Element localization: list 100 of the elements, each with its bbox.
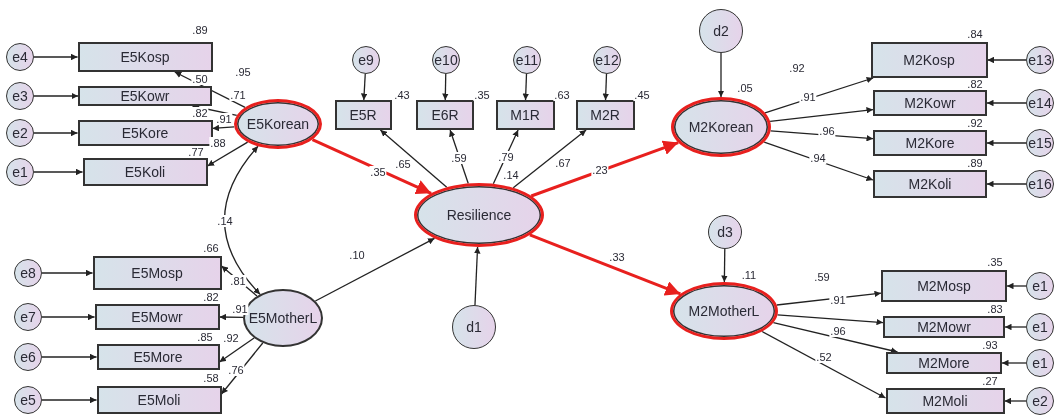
variable-box: E6R	[416, 100, 474, 130]
arrow	[1004, 323, 1027, 331]
value-label: .63	[553, 89, 571, 101]
edge-label: .65	[394, 158, 412, 170]
variable-box: E5Kore	[77, 120, 213, 146]
variable-box: M2Kore	[873, 130, 987, 156]
variable-box: M2Kowr	[873, 90, 987, 116]
arrow	[211, 124, 235, 132]
edge-label: .71	[229, 89, 247, 101]
edge-label: .91	[829, 294, 847, 306]
circle-node: e2	[1026, 387, 1054, 415]
ellipse-node: Resilience	[414, 183, 544, 247]
arrow	[769, 130, 874, 142]
value-label: .83	[986, 303, 1004, 315]
value-label: .92	[966, 117, 984, 129]
value-label: .84	[966, 28, 984, 40]
variable-box: M2Mowr	[883, 316, 1005, 338]
edge-label: .79	[497, 151, 515, 163]
edge-label: .59	[813, 271, 831, 283]
value-label: .11	[740, 269, 758, 281]
edge-label: .67	[554, 157, 572, 169]
arrow	[602, 73, 610, 101]
edge-label: .96	[818, 125, 836, 137]
value-label: .14	[502, 169, 520, 181]
arrow	[522, 73, 530, 101]
arrow	[512, 129, 587, 189]
arrow	[761, 330, 887, 399]
arrow	[41, 313, 96, 321]
variable-box: E5More	[96, 344, 220, 370]
circle-node: e1	[6, 158, 34, 186]
value-label: .35	[986, 256, 1004, 268]
arrow	[360, 73, 368, 101]
value-label: .89	[966, 157, 984, 169]
arrow	[33, 129, 79, 137]
variable-box: M2Moli	[885, 388, 1005, 414]
value-label: .82	[966, 78, 984, 90]
edge-label: .92	[788, 62, 806, 74]
arrow	[442, 73, 449, 101]
edge-label: .10	[348, 249, 366, 261]
variable-box: M2More	[886, 352, 1002, 374]
arrow	[41, 269, 94, 277]
edge-label: .92	[222, 332, 240, 344]
variable-box: E5Moli	[96, 386, 222, 414]
circle-node: e6	[14, 343, 42, 371]
circle-node: e4	[6, 43, 34, 71]
value-label: .82	[202, 291, 220, 303]
circle-node: e14	[1026, 89, 1054, 117]
arrow	[986, 180, 1027, 188]
arrow	[220, 342, 264, 395]
variable-box: E5Kosp	[77, 42, 213, 72]
value-label: .85	[196, 331, 214, 343]
edge-label: .94	[809, 152, 827, 164]
arrow	[33, 53, 79, 61]
value-label: .05	[736, 82, 754, 94]
arrow	[379, 129, 448, 188]
circle-node: e10	[432, 46, 460, 74]
arrow	[33, 92, 79, 100]
arrow	[986, 99, 1027, 107]
variable-box: E5R	[334, 100, 392, 130]
arrow	[717, 52, 725, 98]
circle-node: d3	[708, 215, 742, 249]
variable-box: E5Kowr	[78, 86, 212, 106]
circle-node: e15	[1026, 129, 1054, 157]
variable-box: M2Mosp	[881, 270, 1007, 302]
arrow	[986, 139, 1027, 147]
ellipse-node: M2MotherL	[670, 282, 778, 340]
edge-label: .95	[234, 66, 252, 78]
circle-node: e1	[1026, 272, 1054, 300]
edge-label: .91	[799, 91, 817, 103]
value-label: .35	[473, 89, 491, 101]
edge-label: .33	[608, 251, 626, 263]
arrow	[311, 138, 432, 195]
arrow	[986, 56, 1027, 64]
value-label: .58	[202, 372, 220, 384]
edge-label: .81	[229, 275, 247, 287]
arrow	[41, 396, 98, 404]
circle-node: e16	[1026, 170, 1054, 198]
value-label: .45	[633, 89, 651, 101]
arrow	[530, 140, 679, 198]
value-label: .43	[393, 89, 411, 101]
circle-node: d2	[699, 9, 743, 53]
arrow	[474, 246, 481, 306]
value-label: .27	[981, 375, 999, 387]
circle-node: e5	[14, 386, 42, 414]
edge-label: .91	[215, 113, 233, 125]
value-label: .82	[191, 107, 209, 119]
edge-label: .23	[591, 164, 609, 176]
circle-node: e8	[14, 259, 42, 287]
edge-label: .52	[815, 351, 833, 363]
arrow	[1003, 397, 1027, 405]
arrow	[1006, 282, 1027, 290]
circle-node: e12	[593, 46, 621, 74]
circle-node: e1	[1026, 313, 1054, 341]
ellipse-node: M2Korean	[671, 97, 771, 157]
variable-box: M2Koli	[873, 170, 987, 198]
edge-label: .91	[231, 303, 249, 315]
arrow	[41, 353, 98, 361]
arrow	[1001, 359, 1027, 367]
edge-label: .76	[227, 364, 245, 376]
edge-label: .59	[450, 152, 468, 164]
